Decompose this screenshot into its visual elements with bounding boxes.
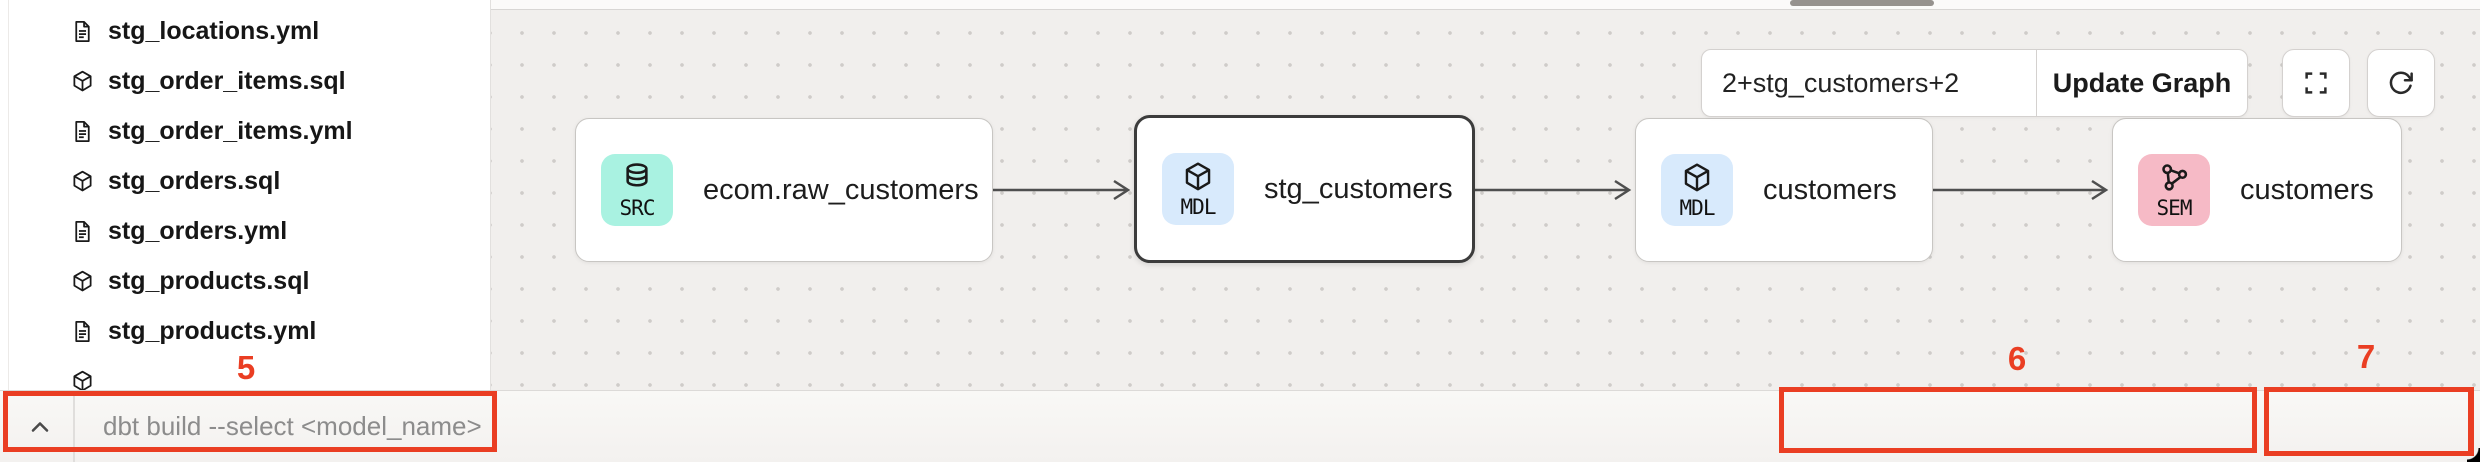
file-name: stg_products.yml [108,316,317,345]
file-row-stg-orders-sql[interactable]: stg_orders.sql [0,156,490,206]
file-name: stg_order_items.sql [108,66,346,95]
expand-panel-button[interactable] [26,413,54,441]
file-row-stg-products-sql[interactable]: stg_products.sql [0,256,490,306]
model-badge: MDL [1661,154,1733,226]
fullscreen-button[interactable] [2282,49,2350,117]
bar-divider [73,391,75,462]
lineage-edges [993,179,2109,201]
badge-label: MDL [1180,194,1217,219]
lineage-node-model-customers[interactable]: MDL customers [1635,118,1933,262]
badge-label: MDL [1679,195,1716,220]
update-graph-button[interactable]: Update Graph [2036,50,2247,116]
canvas-top-strip [490,0,2480,10]
yml-file-icon [75,320,90,342]
refresh-icon [2389,71,2413,95]
file-name: stg_orders.yml [108,216,288,245]
badge-label: SEM [2156,195,2193,220]
cube-icon [1684,162,1710,191]
graph-selector-input[interactable] [1702,50,2036,116]
file-row-stg-order-items-sql[interactable]: stg_order_items.sql [0,56,490,106]
file-tree-panel: stg_locations.yml stg_order_items.sql st… [0,0,491,390]
lineage-node-semantic-customers[interactable]: SEM customers [2112,118,2402,262]
file-row-stg-order-items-yml[interactable]: stg_order_items.yml [0,106,490,156]
node-label: customers [1763,173,1897,206]
model-cube-icon [73,370,92,390]
node-label: stg_customers [1264,172,1453,205]
command-bar: ✓ Defer to staging/production ? Ready [0,390,2480,462]
dbt-command-input[interactable] [95,391,1003,461]
node-label: ecom.raw_customers [703,173,979,206]
yml-file-icon [75,20,90,42]
lineage-node-source-ecom-raw-customers[interactable]: SRC ecom.raw_customers [575,118,993,262]
database-icon [626,162,648,187]
yml-file-icon [75,220,90,242]
panel-gutter-line [8,0,9,390]
model-cube-icon [73,170,92,191]
model-cube-icon [73,270,92,291]
chevron-up-icon [31,422,49,432]
file-list: stg_locations.yml stg_order_items.sql st… [0,6,490,390]
yml-file-icon [75,120,90,142]
badge-label: SRC [619,195,656,220]
file-row-stg-orders-yml[interactable]: stg_orders.yml [0,206,490,256]
model-badge: MDL [1162,153,1234,225]
file-row-partial[interactable] [0,356,490,390]
horizontal-scrollbar-thumb[interactable] [1790,0,1934,6]
graph-selector-group: Update Graph [1701,49,2248,117]
model-cube-icon [73,70,92,91]
file-name: stg_orders.sql [108,166,281,195]
source-badge: SRC [601,154,673,226]
semantic-network-icon [2162,163,2188,191]
window-corner [2467,448,2480,462]
file-row-stg-locations-yml[interactable]: stg_locations.yml [0,6,490,56]
fullscreen-icon [2305,72,2327,94]
refresh-button[interactable] [2367,49,2435,117]
node-label: customers [2240,173,2374,206]
file-name: stg_products.sql [108,266,310,295]
cube-icon [1185,161,1211,190]
file-name: stg_locations.yml [108,16,320,45]
file-name: stg_order_items.yml [108,116,353,145]
lineage-node-model-stg-customers[interactable]: MDL stg_customers [1134,115,1475,263]
file-row-stg-products-yml[interactable]: stg_products.yml [0,306,490,356]
semantic-badge: SEM [2138,154,2210,226]
